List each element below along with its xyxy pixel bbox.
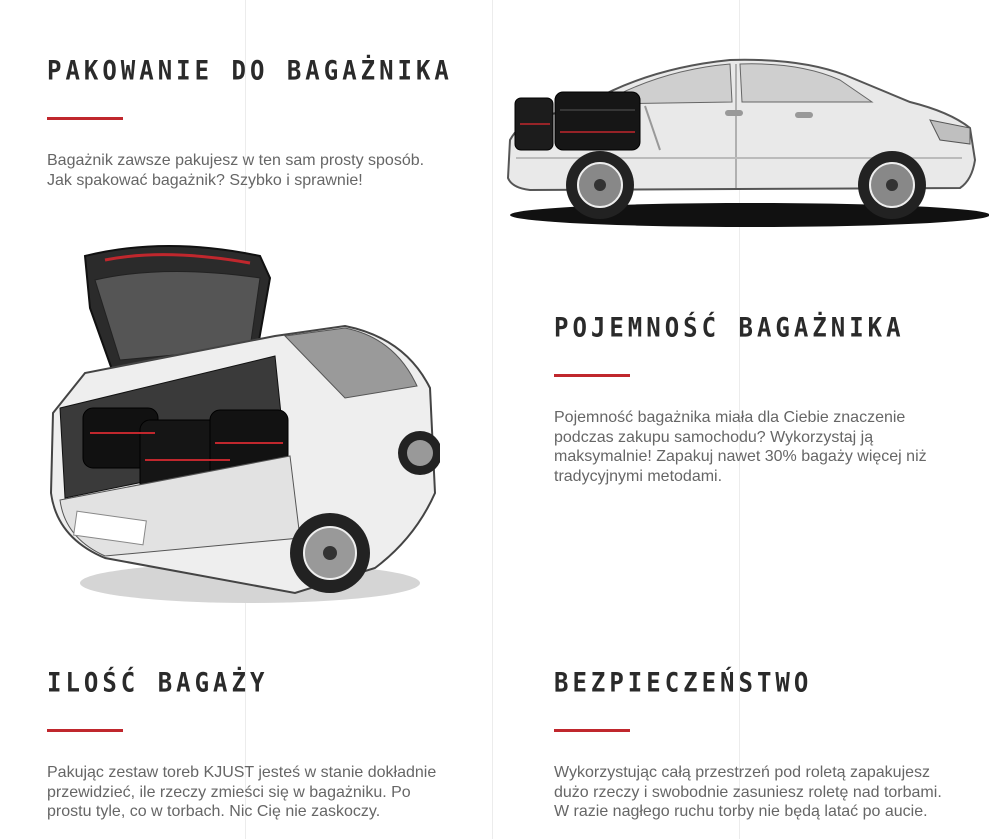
accent-rule — [47, 117, 123, 120]
grid-line — [739, 0, 740, 839]
accent-rule — [47, 729, 123, 732]
section-body: Pojemność bagażnika miała dla Ciebie zna… — [554, 409, 927, 485]
grid-line — [492, 0, 493, 839]
section-title: ILOŚĆ BAGAŻY — [47, 667, 269, 699]
section-quantity: ILOŚĆ BAGAŻY Pakując zestaw toreb KJUST … — [47, 667, 467, 822]
suv-side-illustration — [506, 58, 989, 227]
accent-rule — [554, 374, 630, 377]
section-body: Bagażnik zawsze pakujesz w ten sam prost… — [47, 152, 425, 189]
section-title: BEZPIECZEŃSTWO — [554, 667, 813, 699]
accent-rule — [554, 729, 630, 732]
suv-open-trunk-illustration — [49, 245, 440, 603]
section-body: Wykorzystując całą przestrzeń pod roletą… — [554, 764, 942, 820]
section-title: PAKOWANIE DO BAGAŻNIKA — [47, 55, 453, 87]
section-safety: BEZPIECZEŃSTWO Wykorzystując całą przest… — [554, 667, 974, 822]
section-body: Pakując zestaw toreb KJUST jesteś w stan… — [47, 764, 437, 820]
section-capacity: POJEMNOŚĆ BAGAŻNIKA Pojemność bagażnika … — [554, 312, 974, 486]
section-packing: PAKOWANIE DO BAGAŻNIKA Bagażnik zawsze p… — [47, 55, 467, 190]
section-title: POJEMNOŚĆ BAGAŻNIKA — [554, 312, 905, 344]
